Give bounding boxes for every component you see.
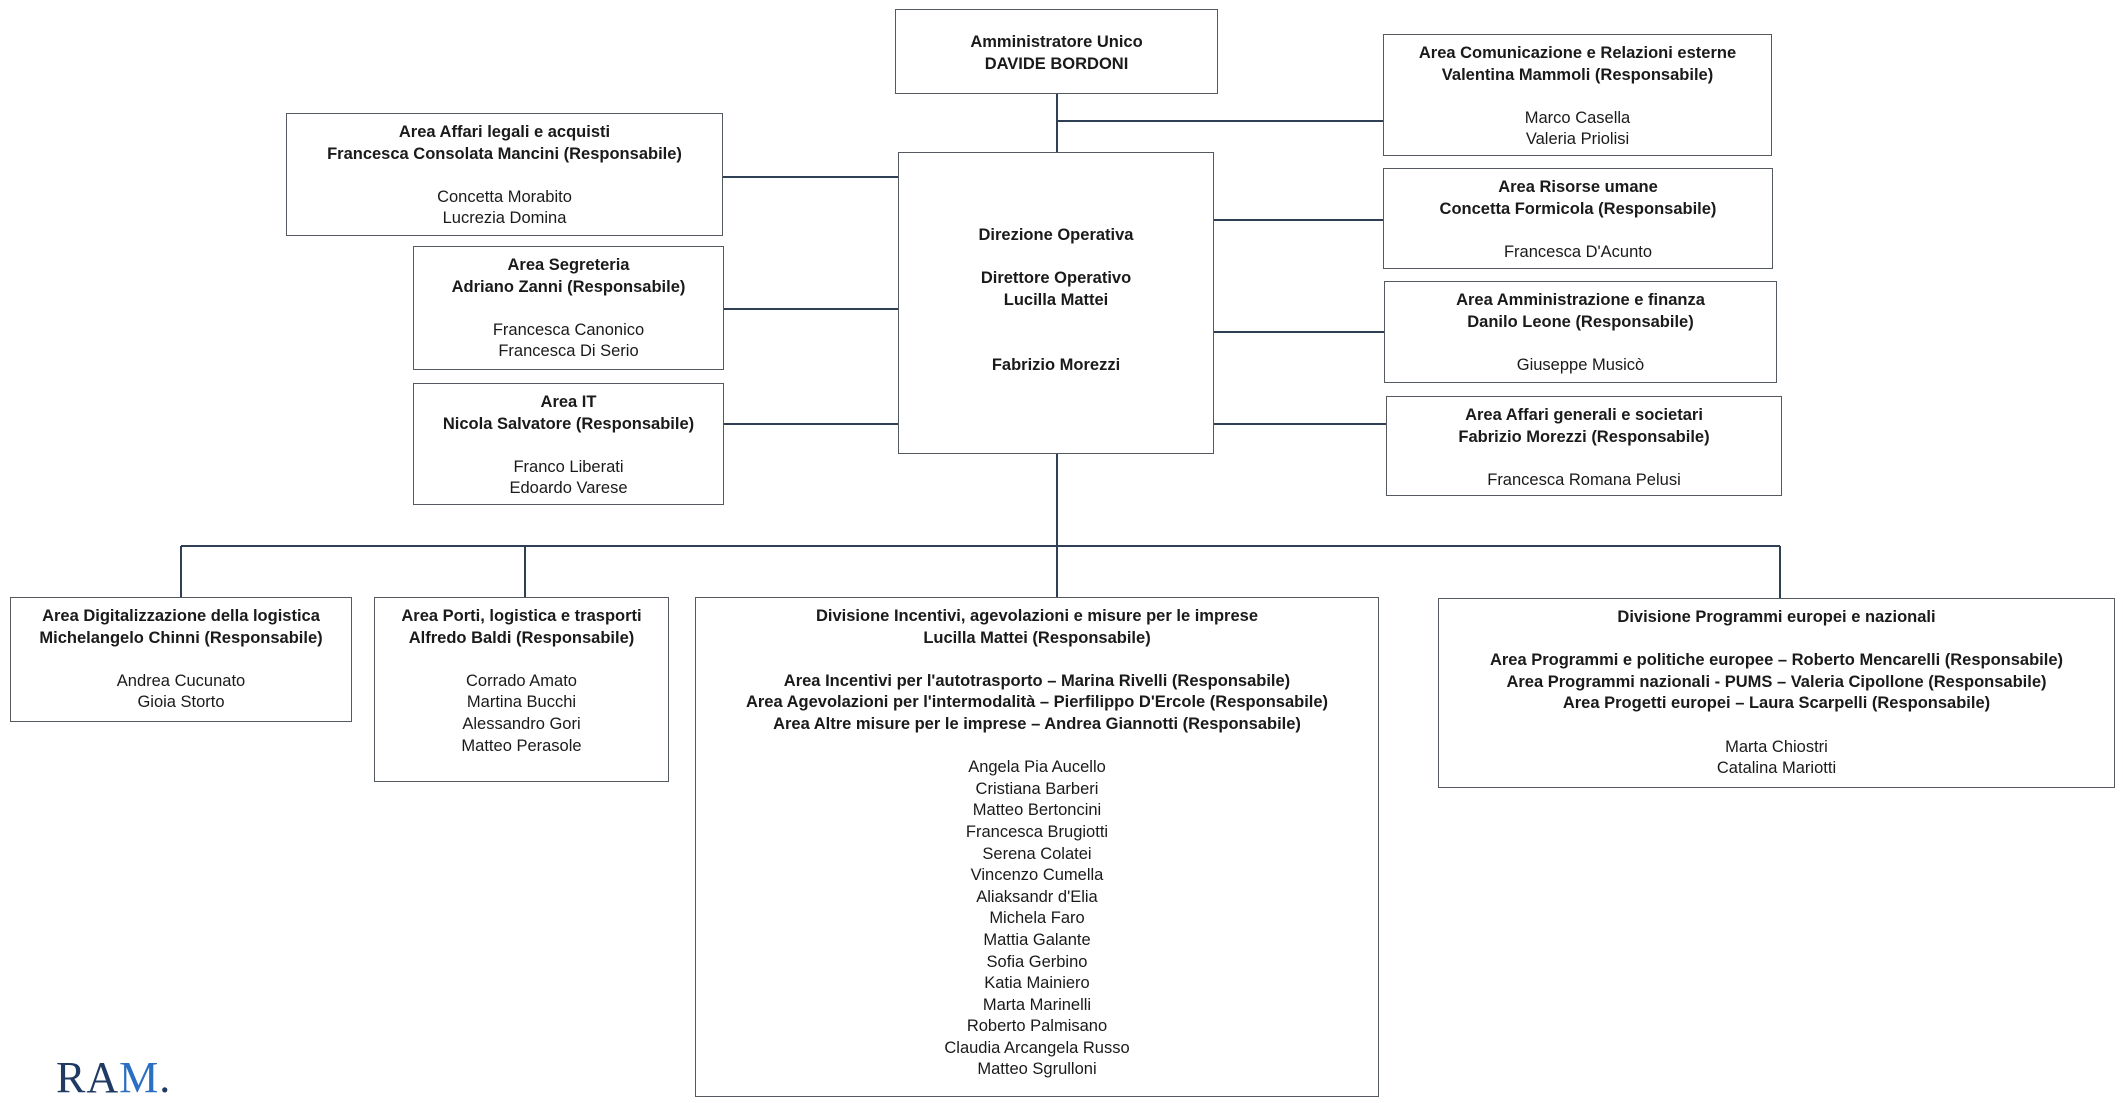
ram-logo: RAM.	[56, 1052, 171, 1103]
member-name: Valeria Priolisi	[1525, 130, 1630, 149]
area-title: Area Comunicazione e Relazioni esterne	[1418, 44, 1737, 62]
area-head: Michelangelo Chinni (Responsabile)	[39, 628, 323, 647]
box-area-porti: Area Porti, logistica e trasporti Alfred…	[374, 597, 669, 782]
division-area: Area Agevolazioni per l'intermodalità – …	[745, 693, 1329, 712]
member-name: Alessandro Gori	[462, 714, 581, 733]
member-name: Francesca Di Serio	[498, 342, 639, 361]
division-area: Area Progetti europei – Laura Scarpelli …	[1562, 694, 1991, 713]
division-title: Divisione Programmi europei e nazionali	[1617, 608, 1936, 626]
member-name: Concetta Morabito	[437, 187, 572, 206]
area-head: Danilo Leone (Responsabile)	[1467, 312, 1694, 331]
area-head: Alfredo Baldi (Responsabile)	[408, 628, 635, 647]
area-title: Area Segreteria	[507, 256, 630, 274]
area-head: Fabrizio Morezzi (Responsabile)	[1458, 427, 1710, 446]
member-name: Catalina Mariotti	[1716, 759, 1837, 778]
box-area-segreteria: Area Segreteria Adriano Zanni (Responsab…	[413, 246, 724, 370]
member-name: Marta Chiostri	[1725, 737, 1828, 756]
member-name: Francesca Brugiotti	[965, 822, 1109, 841]
member-name: Matteo Perasole	[461, 736, 582, 755]
box-area-affari-legali: Area Affari legali e acquisti Francesca …	[286, 113, 723, 236]
amministratore-title: Amministratore Unico	[970, 33, 1143, 51]
box-amministratore-unico: Amministratore Unico DAVIDE BORDONI	[895, 9, 1218, 94]
member-name: Michela Faro	[989, 909, 1085, 928]
amministratore-name: DAVIDE BORDONI	[984, 54, 1129, 73]
member-name: Matteo Bertoncini	[972, 801, 1102, 820]
logo-accent: M	[119, 1053, 160, 1102]
direttore-name: Lucilla Mattei	[1003, 290, 1109, 309]
member-name: Angela Pia Aucello	[968, 758, 1106, 777]
member-name: Gioia Storto	[137, 693, 225, 712]
area-head: Valentina Mammoli (Responsabile)	[1441, 65, 1714, 84]
division-area: Area Programmi nazionali - PUMS – Valeri…	[1506, 672, 2047, 691]
box-area-comunicazione: Area Comunicazione e Relazioni esterne V…	[1383, 34, 1772, 156]
member-name: Katia Mainiero	[984, 974, 1090, 993]
box-area-affari-generali: Area Affari generali e societari Fabrizi…	[1386, 396, 1782, 496]
area-title: Area Digitalizzazione della logistica	[42, 607, 320, 625]
division-title: Divisione Incentivi, agevolazioni e misu…	[816, 607, 1258, 625]
member-name: Mattia Galante	[983, 930, 1091, 949]
division-area: Area Programmi e politiche europee – Rob…	[1489, 651, 2064, 670]
member-name: Cristiana Barberi	[975, 779, 1099, 798]
box-divisione-programmi: Divisione Programmi europei e nazionali …	[1438, 598, 2115, 788]
member-name: Aliaksandr d'Elia	[976, 887, 1098, 906]
direttore-label: Direttore Operativo	[980, 269, 1132, 288]
member-name: Francesca Romana Pelusi	[1487, 470, 1681, 489]
logo-suffix: .	[159, 1053, 172, 1102]
area-title: Area Affari generali e societari	[1465, 406, 1703, 424]
division-head: Lucilla Mattei (Responsabile)	[923, 628, 1151, 647]
box-area-it: Area IT Nicola Salvatore (Responsabile) …	[413, 383, 724, 505]
member-name: Roberto Palmisano	[966, 1017, 1108, 1036]
area-head: Nicola Salvatore (Responsabile)	[442, 414, 695, 433]
area-title: Area Risorse umane	[1498, 178, 1658, 196]
area-head: Concetta Formicola (Responsabile)	[1439, 199, 1717, 218]
box-area-risorse-umane: Area Risorse umane Concetta Formicola (R…	[1383, 168, 1773, 269]
area-head: Adriano Zanni (Responsabile)	[451, 277, 686, 296]
area-title: Area Affari legali e acquisti	[398, 123, 611, 141]
member-name: Franco Liberati	[513, 457, 624, 476]
member-name: Vincenzo Cumella	[970, 866, 1104, 885]
member-name: Lucrezia Domina	[442, 209, 567, 228]
member-name: Claudia Arcangela Russo	[944, 1038, 1130, 1057]
member-name: Marta Marinelli	[982, 995, 1092, 1014]
area-title: Area Porti, logistica e trasporti	[401, 607, 642, 625]
member-name: Martina Bucchi	[466, 693, 577, 712]
box-area-amministrazione-finanza: Area Amministrazione e finanza Danilo Le…	[1384, 281, 1777, 383]
member-name: Corrado Amato	[466, 671, 577, 690]
logo-text: RA	[56, 1053, 120, 1102]
area-title: Area IT	[540, 393, 597, 411]
member-name: Marco Casella	[1524, 108, 1631, 127]
box-area-digitalizzazione: Area Digitalizzazione della logistica Mi…	[10, 597, 352, 722]
area-head: Francesca Consolata Mancini (Responsabil…	[327, 144, 682, 163]
member-name: Francesca D'Acunto	[1503, 242, 1653, 261]
direzione-title: Direzione Operativa	[978, 226, 1134, 244]
direzione-other-name: Fabrizio Morezzi	[991, 355, 1121, 374]
box-divisione-incentivi: Divisione Incentivi, agevolazioni e misu…	[695, 597, 1379, 1097]
member-name: Giuseppe Musicò	[1516, 355, 1645, 374]
member-name: Serena Colatei	[982, 844, 1092, 863]
area-title: Area Amministrazione e finanza	[1456, 291, 1705, 309]
member-name: Matteo Sgrulloni	[977, 1060, 1097, 1079]
member-name: Sofia Gerbino	[986, 952, 1088, 971]
member-name: Francesca Canonico	[492, 320, 645, 339]
division-area: Area Altre misure per le imprese – Andre…	[773, 714, 1301, 733]
box-direzione-operativa: Direzione Operativa Direttore Operativo …	[898, 152, 1214, 454]
member-name: Edoardo Varese	[509, 479, 628, 498]
division-area: Area Incentivi per l'autotrasporto – Mar…	[783, 671, 1291, 690]
member-name: Andrea Cucunato	[116, 671, 246, 690]
